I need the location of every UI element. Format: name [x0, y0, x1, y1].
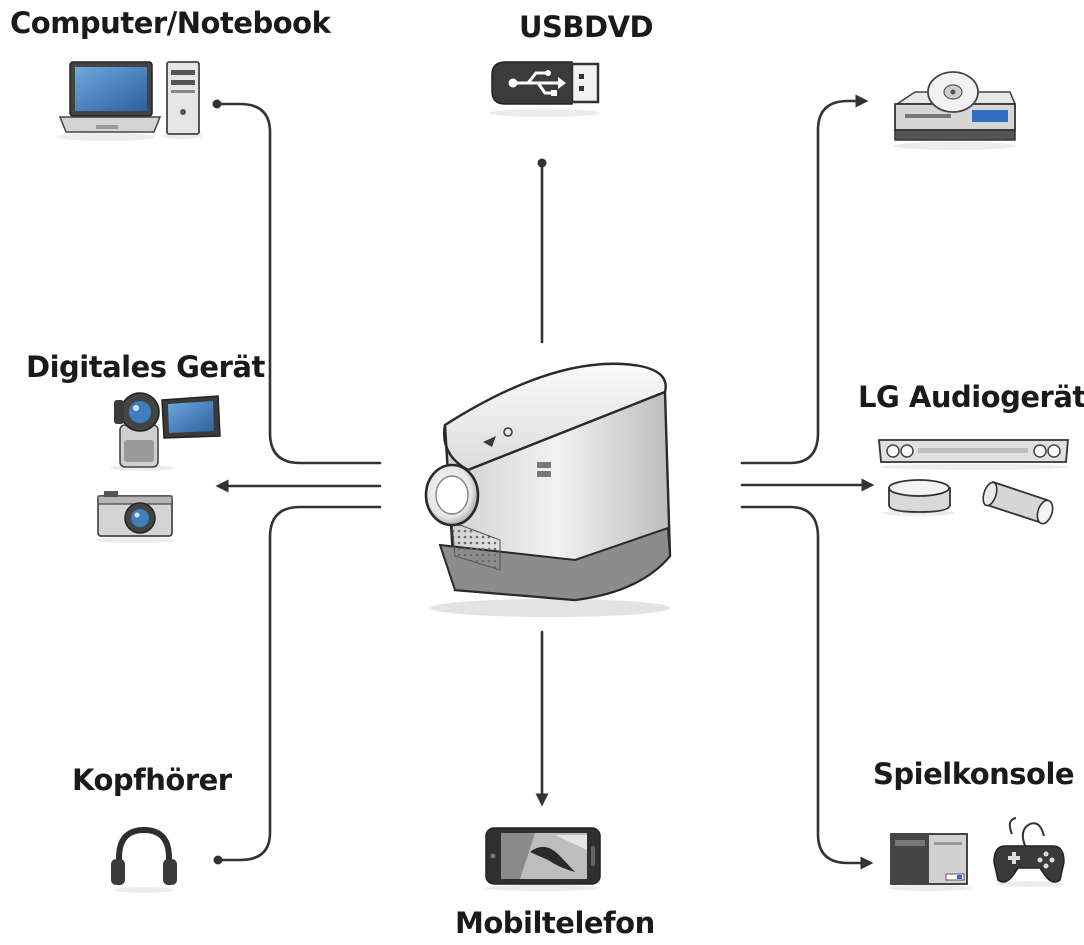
- soundbar-icon: [878, 439, 1070, 470]
- line-computer: [215, 102, 382, 465]
- speaker-icon: [883, 479, 955, 516]
- label-mobile-phone: Mobiltelefon: [455, 906, 655, 940]
- laptop-icon: [56, 61, 162, 141]
- dvd-player-icon: [893, 71, 1017, 150]
- connector-lines: [212, 94, 875, 870]
- label-digital-device: Digitales Gerät: [26, 350, 265, 384]
- label-game-console: Spielkonsole: [873, 757, 1075, 791]
- line-headphone: [216, 505, 382, 862]
- usb-stick-icon: [490, 61, 600, 117]
- game-console-icon: [888, 833, 972, 891]
- pc-tower-icon: [162, 61, 202, 139]
- label-usbdvd: USBDVD: [519, 10, 654, 44]
- line-computer-dot: [212, 99, 222, 109]
- speaker-icon: [982, 480, 1054, 525]
- line-dvd: [740, 94, 869, 465]
- headphones-icon: [111, 826, 177, 893]
- camera-icon: [95, 491, 175, 543]
- label-computer-notebook: Computer/Notebook: [10, 6, 331, 40]
- gamepad-icon: [993, 817, 1065, 887]
- projector-icon: [424, 362, 672, 617]
- line-usb-dot: [537, 158, 547, 168]
- mobile-phone-icon: [484, 827, 601, 891]
- camcorder-icon: [110, 392, 221, 471]
- line-headphone-dot: [213, 855, 223, 865]
- line-console: [740, 505, 874, 870]
- label-lg-audio-device: LG Audiogerät: [858, 380, 1084, 414]
- label-headphones: Kopfhörer: [72, 763, 232, 797]
